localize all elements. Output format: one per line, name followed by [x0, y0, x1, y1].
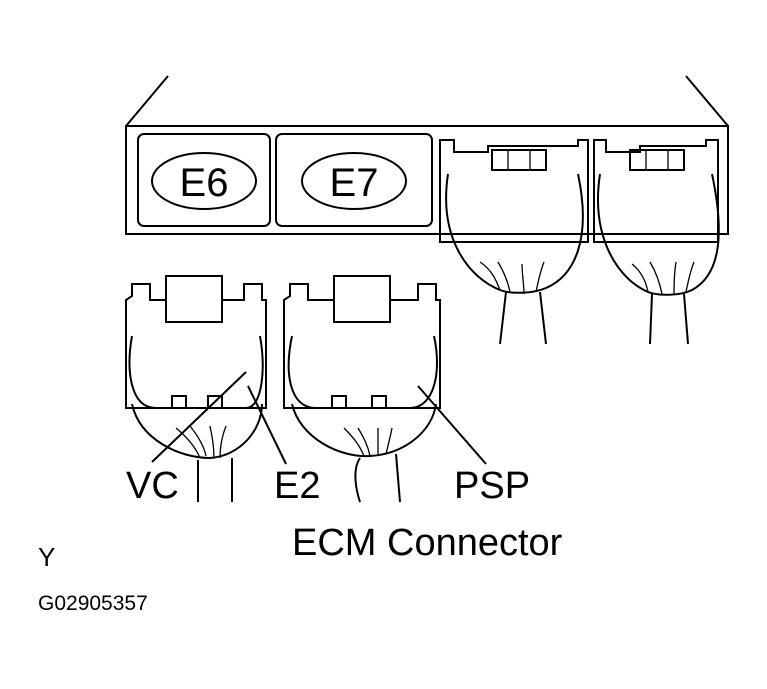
ecm-housing: [125, 75, 729, 235]
socket-e7-label: E7: [330, 161, 379, 205]
socket-e7: E7: [275, 133, 433, 227]
loose-connector-middle: [283, 275, 487, 503]
diagram-caption: ECM Connector: [292, 522, 563, 564]
view-marker: Y: [38, 542, 55, 572]
mated-connector-1: [439, 139, 589, 345]
figure-code: G02905357: [38, 592, 148, 615]
mated-connector-2: [593, 139, 720, 345]
pin-label-vc: VC: [126, 465, 179, 507]
pin-label-psp: PSP: [454, 465, 530, 507]
loose-connector-left: [125, 275, 287, 502]
pin-label-e2: E2: [274, 465, 320, 507]
socket-e6: E6: [137, 133, 271, 227]
socket-e6-label: E6: [180, 161, 229, 205]
